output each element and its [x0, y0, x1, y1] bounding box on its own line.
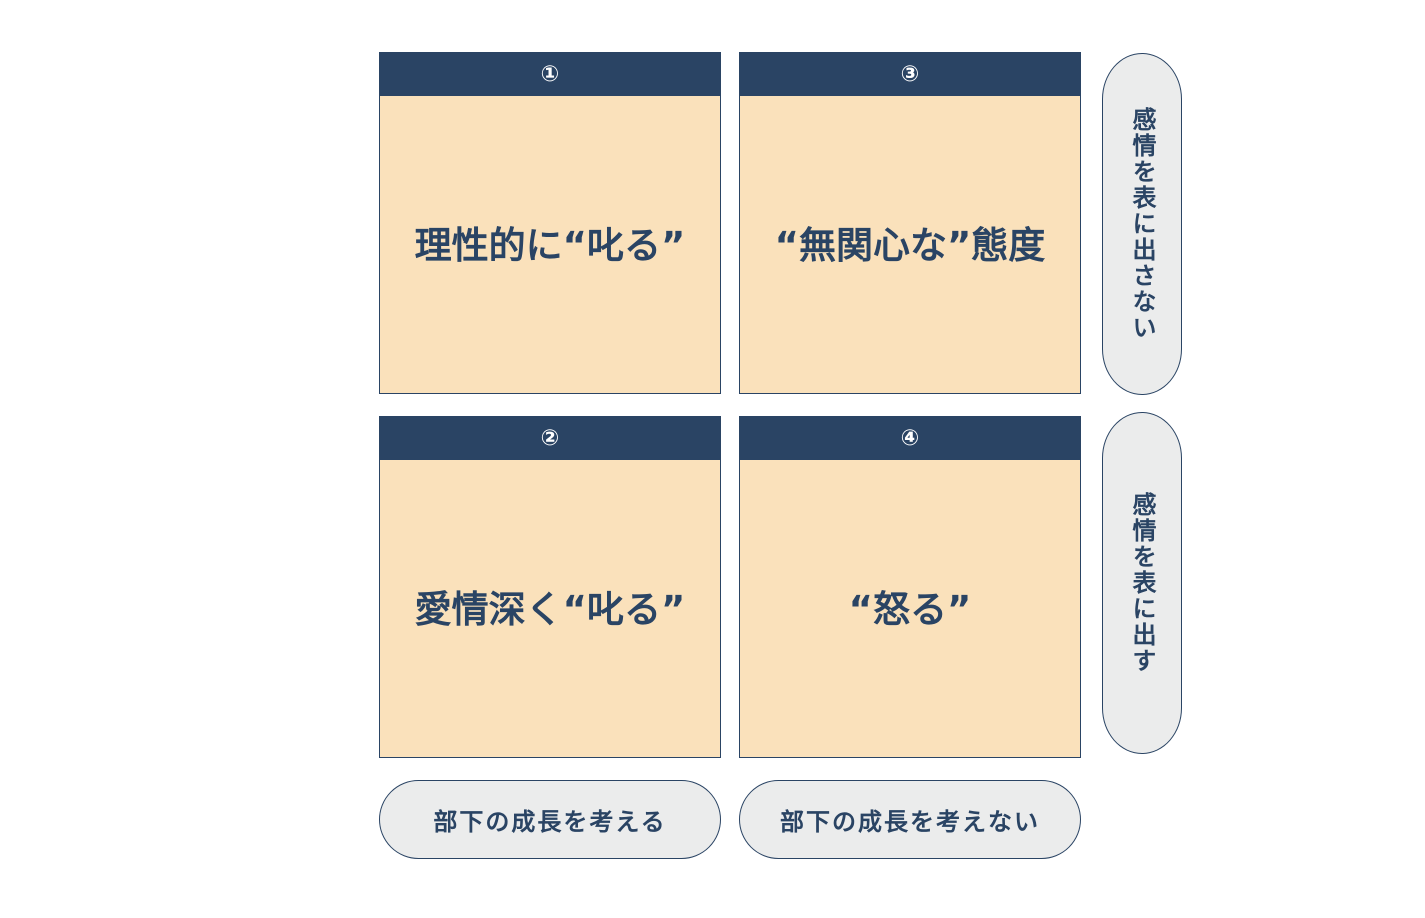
quadrant-4: ④ “怒る”	[739, 416, 1081, 758]
quadrant-1-label: 理性的に“叱る”	[414, 223, 686, 267]
quadrant-2: ② 愛情深く“叱る”	[379, 416, 721, 758]
row-label-show-emotion-text: 感情を表に出す	[1128, 492, 1156, 674]
quadrant-2-label: 愛情深く“叱る”	[414, 587, 686, 631]
quadrant-1: ① 理性的に“叱る”	[379, 52, 721, 394]
row-label-no-emotion: 感情を表に出さない	[1102, 53, 1182, 395]
row-label-no-emotion-text: 感情を表に出さない	[1128, 107, 1156, 341]
quadrant-3-label: “無関心な”態度	[774, 223, 1046, 267]
quadrant-2-number: ②	[380, 417, 720, 460]
row-label-show-emotion: 感情を表に出す	[1102, 412, 1182, 754]
column-label-consider-growth: 部下の成長を考える	[379, 780, 721, 859]
quadrant-3: ③ “無関心な”態度	[739, 52, 1081, 394]
column-label-ignore-growth: 部下の成長を考えない	[739, 780, 1081, 859]
quadrant-4-number: ④	[740, 417, 1080, 460]
quadrant-4-label: “怒る”	[848, 587, 972, 631]
quadrant-1-number: ①	[380, 53, 720, 96]
quadrant-3-number: ③	[740, 53, 1080, 96]
